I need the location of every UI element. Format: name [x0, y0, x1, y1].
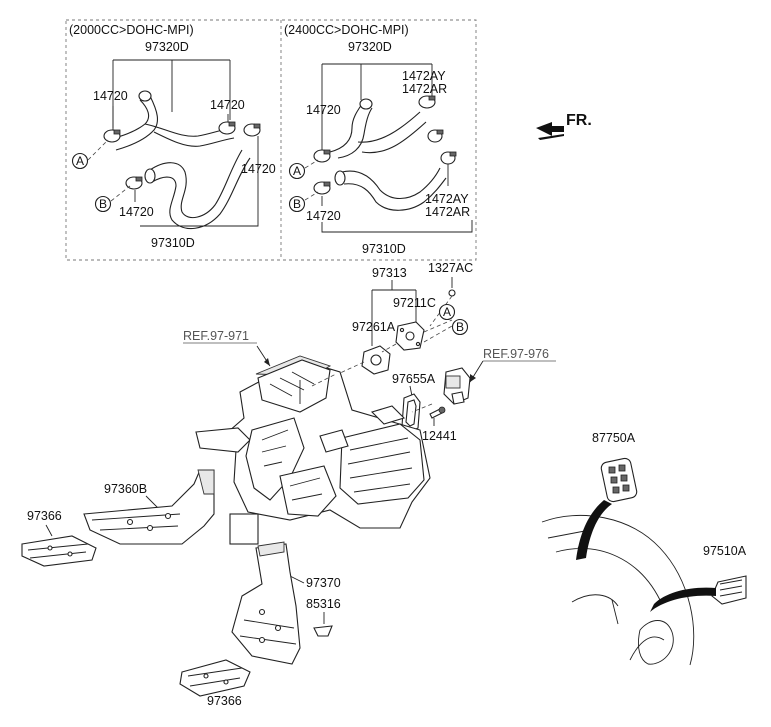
label-1472ar-right-b: 1472AR [425, 205, 470, 219]
front-direction-arrow-icon [536, 122, 564, 140]
heater-blower-unit [195, 355, 431, 545]
label-97320d-left: 97320D [145, 40, 189, 54]
leader-97320d-right [321, 63, 433, 150]
label-97655a: 97655A [392, 372, 436, 386]
rear-duct-97370 [231, 541, 301, 665]
label-1327ac: 1327AC [428, 261, 473, 275]
clip-85316-icon [313, 625, 333, 637]
outlet-duct [229, 513, 259, 545]
rear-vent-grille-87750a [600, 457, 638, 503]
floor-vent-97366-upper [21, 535, 97, 567]
ref-97-976[interactable]: REF.97-976 [483, 347, 549, 361]
label-14720-right-a: 14720 [306, 103, 341, 117]
label-14720-left-d: 14720 [119, 205, 154, 219]
label-87750a: 87750A [592, 431, 636, 445]
upper-hose-right [329, 103, 427, 159]
clamp-icon [243, 123, 261, 137]
label-14720-left-a: 14720 [93, 89, 128, 103]
ref-97-971[interactable]: REF.97-971 [183, 329, 249, 343]
front-direction-label: FR. [566, 112, 592, 129]
leader-97320d-left [112, 59, 231, 128]
label-97313: 97313 [372, 266, 407, 280]
clamp-icon [103, 129, 121, 143]
label-97310d-right: 97310D [362, 242, 406, 256]
label-12441: 12441 [422, 429, 457, 443]
svg-text:B: B [456, 320, 464, 334]
upper-hose-left [107, 95, 235, 151]
marker-b-right: B [288, 191, 319, 213]
marker-b-left: B [94, 185, 131, 213]
left-variant-header: (2000CC>DOHC-MPI) [69, 23, 194, 37]
label-1472ay-right-b: 1472AY [425, 192, 469, 206]
label-97366-lower: 97366 [207, 694, 242, 708]
vehicle-rear-view [541, 514, 695, 666]
marker-b-middle: B [451, 318, 469, 336]
callout-97510a [650, 587, 716, 612]
label-97366-upper: 97366 [27, 509, 62, 523]
clamp-icon [218, 121, 236, 135]
label-14720-right-b: 14720 [306, 209, 341, 223]
hose-end-left-bottom [144, 168, 156, 184]
marker-a-right: A [288, 159, 319, 180]
svg-text:B: B [99, 197, 107, 211]
label-97211c: 97211C [393, 296, 436, 310]
label-97370: 97370 [306, 576, 341, 590]
marker-a-middle: A [438, 303, 456, 321]
label-97360b: 97360B [104, 482, 147, 496]
clamp-icon [313, 181, 331, 195]
label-97261a: 97261A [352, 320, 396, 334]
vent-cover-97510a [711, 575, 747, 605]
floor-vent-97366-lower [179, 659, 251, 697]
callout-87750a [576, 500, 612, 560]
flange-97211c [395, 321, 425, 351]
lower-hose-left [149, 149, 251, 230]
hose-end-left-top [138, 90, 152, 102]
label-97320d-right: 97320D [348, 40, 392, 54]
label-1472ay-right-a: 1472AY [402, 69, 446, 83]
rear-duct-97360b [83, 469, 215, 545]
label-1472ar-right-a: 1472AR [402, 82, 447, 96]
screw-12441-icon [429, 406, 446, 419]
hose-end-right-top [359, 98, 373, 110]
variant-box [65, 19, 477, 261]
gasket-97261a [361, 345, 391, 375]
right-variant-header: (2400CC>DOHC-MPI) [284, 23, 409, 37]
clamp-icon [427, 129, 444, 143]
svg-text:A: A [293, 164, 301, 178]
label-97310d-left: 97310D [151, 236, 195, 250]
lower-hose-right [341, 167, 447, 211]
label-97510a: 97510A [703, 544, 747, 558]
svg-text:A: A [76, 154, 84, 168]
label-85316: 85316 [306, 597, 341, 611]
actuator-ref-97-976 [443, 367, 471, 405]
marker-a-left: A [71, 139, 109, 170]
hose-end-right-bottom [334, 170, 346, 186]
svg-text:B: B [293, 197, 301, 211]
clamp-icon [440, 151, 457, 165]
bolt-1327ac [448, 289, 456, 297]
clamp-icon [313, 149, 331, 163]
clamp-icon [418, 95, 436, 109]
label-14720-left-b: 14720 [210, 98, 245, 112]
svg-text:A: A [443, 305, 451, 319]
